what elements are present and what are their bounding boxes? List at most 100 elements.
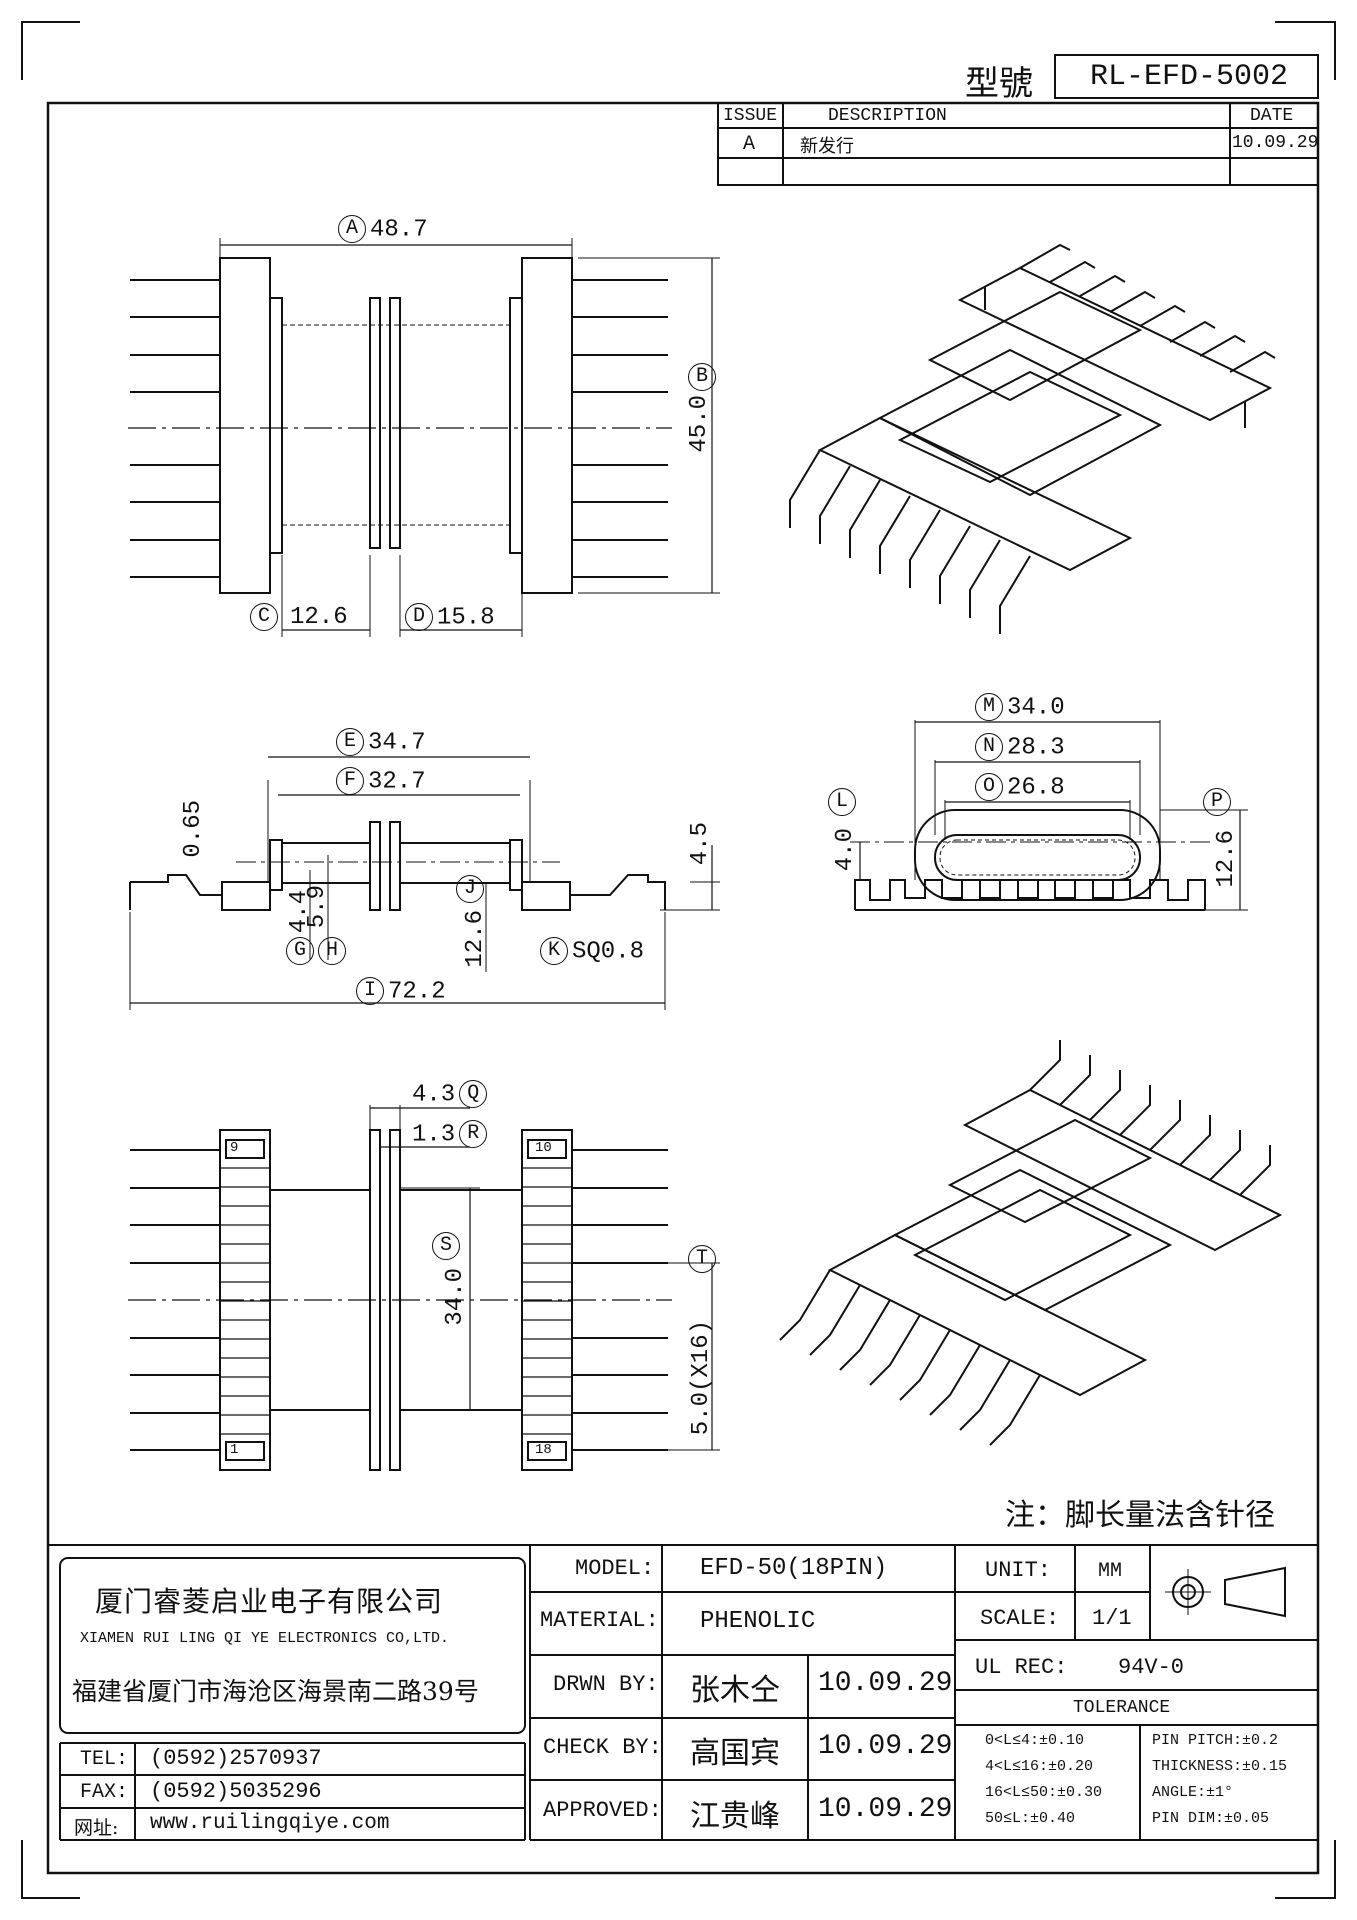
tb-approved-name: 江贵峰 <box>690 1799 780 1834</box>
dimension-letter-r: R <box>459 1120 488 1148</box>
dimension-letter-b: B <box>688 363 716 391</box>
revision-table-lines <box>717 102 1319 186</box>
dimension-letter-m: M <box>975 693 1003 721</box>
dimension-letter-q: Q <box>459 1080 488 1108</box>
tb-check-name: 高国宾 <box>690 1736 780 1771</box>
dimension-p-letter: P <box>1203 788 1235 816</box>
revision-row-date: 10.09.29 <box>1232 133 1319 153</box>
dimension-l-value: 4.0 <box>832 828 859 872</box>
model-number-box <box>1054 54 1319 99</box>
dimension-letter-t: T <box>688 1245 716 1273</box>
company-address: 福建省厦门市海沧区海景南二路39号 <box>72 1677 479 1706</box>
tel-value: (0592)2570937 <box>150 1746 322 1771</box>
dimension-side-45: 4.5 <box>687 822 714 866</box>
tb-material-value: PHENOLIC <box>700 1608 816 1635</box>
projection-symbol <box>1165 1566 1286 1618</box>
dimension-b-value: 45.0 <box>686 395 713 453</box>
dimension-i-value: 72.2 <box>388 978 446 1006</box>
dimension-letter-d: D <box>405 603 433 631</box>
fax-value: (0592)5035296 <box>150 1779 322 1804</box>
sheet-border <box>46 101 1320 1875</box>
dimension-k-value: SQ0.8 <box>572 938 645 966</box>
dimension-s-letter: S <box>432 1232 464 1260</box>
tb-model-label: MODEL: <box>575 1556 655 1581</box>
revision-col-date: DATE <box>1250 106 1294 126</box>
dimension-p-value: 12.6 <box>1213 830 1240 888</box>
dimension-a-value: 48.7 <box>370 216 428 244</box>
dimension-s-value: 34.0 <box>442 1268 469 1326</box>
revision-row-issue: A <box>743 133 756 156</box>
dimension-m-value: 34.0 <box>1007 694 1065 722</box>
dimension-gap-065: 0.65 <box>180 800 207 858</box>
dimension-letter-i: I <box>356 977 384 1005</box>
tb-check-label: CHECK BY: <box>543 1735 662 1760</box>
pin-length-note: 注：脚长量法含针径 <box>1005 1498 1275 1533</box>
dimension-t-value: 5.0(X16) <box>688 1320 715 1436</box>
dimension-letter-k: K <box>540 937 568 965</box>
company-name-cn: 厦门睿菱启业电子有限公司 <box>95 1585 444 1618</box>
tolerance-left-0: 0<L≤4:±0.10 <box>985 1732 1085 1749</box>
isometric-view-bottom <box>779 1040 1283 1446</box>
end-view <box>850 720 1248 911</box>
dimension-letter-o: O <box>975 773 1003 801</box>
model-number-value: RL-EFD-5002 <box>1090 60 1289 94</box>
tb-approved-label: APPROVED: <box>543 1798 662 1823</box>
dimension-l-letter: L <box>828 788 860 816</box>
dimension-h-value: 5.9 <box>304 885 331 929</box>
dimension-c-value: 12.6 <box>290 604 348 632</box>
tb-scale-value: 1/1 <box>1092 1606 1132 1631</box>
dimension-b-letter: B <box>688 363 720 391</box>
pin-number-top-left: 9 <box>230 1140 239 1156</box>
dimension-o-value: 26.8 <box>1007 774 1065 802</box>
side-view <box>129 756 720 1010</box>
tb-approved-date: 10.09.29 <box>818 1794 953 1825</box>
tolerance-right-2: ANGLE:±1° <box>1152 1784 1234 1801</box>
dimension-t-letter: T <box>688 1245 720 1273</box>
title-block-lines <box>48 1544 1318 1841</box>
tolerance-left-3: 50≤L:±0.40 <box>985 1810 1076 1827</box>
tb-model-value: EFD-50(18PIN) <box>700 1555 888 1582</box>
dimension-q-value: 4.3 <box>412 1081 456 1109</box>
pin-number-top-right: 10 <box>535 1140 552 1156</box>
dimension-letter-n: N <box>975 733 1003 761</box>
revision-col-issue: ISSUE <box>723 106 778 126</box>
dimension-c: C 12.6 <box>250 603 348 631</box>
tb-scale-label: SCALE: <box>980 1606 1060 1631</box>
pin-number-bottom-left: 1 <box>230 1442 239 1458</box>
revision-col-description: DESCRIPTION <box>828 106 947 126</box>
dimension-e-value: 34.7 <box>368 729 426 757</box>
dimension-letter-c: C <box>250 603 278 631</box>
tolerance-left-1: 4<L≤16:±0.20 <box>985 1758 1094 1775</box>
tb-tolerance-label: TOLERANCE <box>1073 1698 1171 1718</box>
dimension-j-value: 12.6 <box>462 910 489 968</box>
dimension-letter-f: F <box>336 767 364 795</box>
dimension-j-letter: J <box>456 875 488 903</box>
top-view <box>128 238 720 637</box>
tolerance-right-1: THICKNESS:±0.15 <box>1152 1758 1288 1775</box>
tolerance-right-0: PIN PITCH:±0.2 <box>1152 1732 1279 1749</box>
tb-unit-value: MM <box>1098 1560 1123 1583</box>
web-value: www.ruilingqiye.com <box>150 1812 390 1835</box>
crop-marks <box>21 21 1336 1899</box>
tel-label: TEL: <box>80 1748 129 1771</box>
tb-drawn-label: DRWN BY: <box>553 1672 659 1697</box>
dimension-letter-p: P <box>1203 788 1231 816</box>
dimension-letter-g: G <box>286 937 314 965</box>
dimension-letter-a: A <box>338 215 366 243</box>
fax-label: FAX: <box>80 1781 129 1804</box>
tb-drawn-date: 10.09.29 <box>818 1668 953 1699</box>
dimension-letter-j: J <box>456 875 484 903</box>
tb-ul-label: UL REC: <box>975 1655 1068 1680</box>
tb-ul-value: 94V-0 <box>1118 1655 1185 1680</box>
bottom-view <box>128 1105 720 1471</box>
